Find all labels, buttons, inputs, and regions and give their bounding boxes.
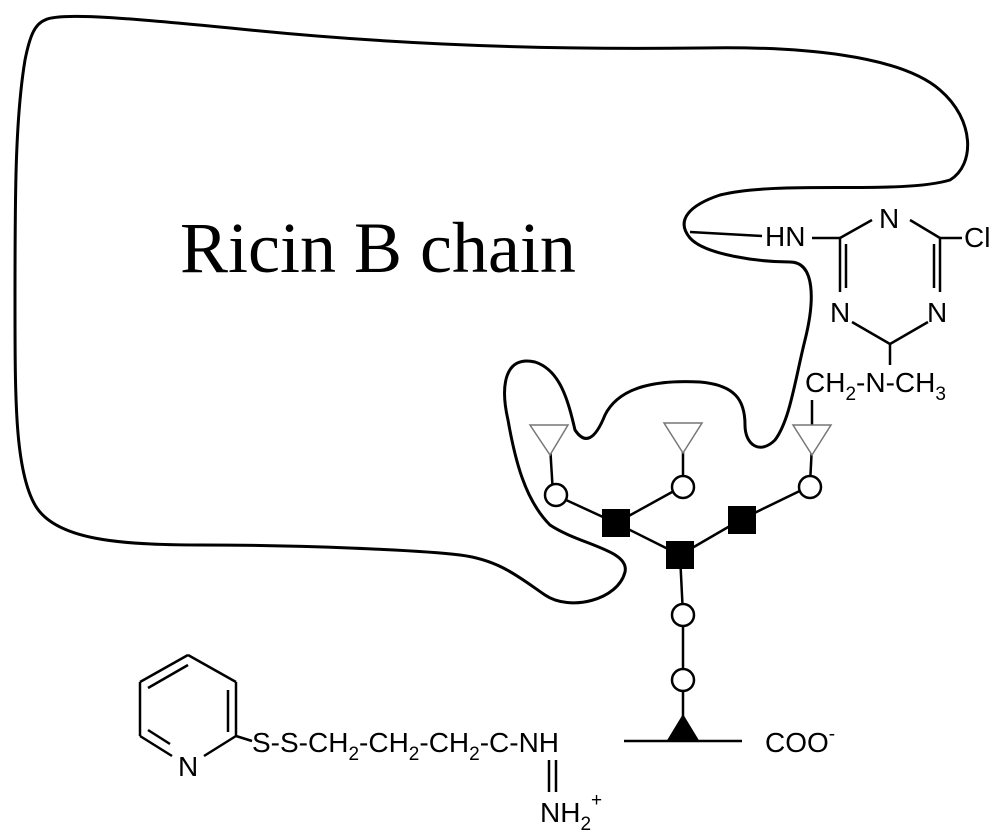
mannose-square-icon bbox=[666, 541, 694, 569]
sugar-circle-icon bbox=[670, 667, 696, 693]
sugar-circle-icon bbox=[797, 474, 823, 500]
pyridine-ring bbox=[138, 653, 253, 758]
diagram-title: Ricin B chain bbox=[180, 208, 576, 288]
sugar-circle-icon bbox=[670, 602, 696, 628]
spdp-chain-label: S-S-CH2-CH2-CH2-C-NH bbox=[252, 727, 559, 765]
fucose-triangle-icon bbox=[791, 424, 833, 457]
linker-ch2-label: CH2-N-CH3 bbox=[805, 367, 946, 405]
protein-triazine-bond bbox=[689, 230, 763, 238]
fucose-triangle-icon bbox=[662, 422, 704, 455]
ricin-b-chain-outline bbox=[13, 14, 970, 605]
imine-label: NH2+ bbox=[540, 790, 602, 835]
sugar-circle-icon bbox=[543, 482, 569, 508]
mannose-square-icon bbox=[728, 506, 756, 534]
mannose-square-icon bbox=[602, 509, 630, 537]
amine-label: HN bbox=[765, 221, 805, 252]
triazine-ring bbox=[812, 218, 962, 365]
pyridine-n-label: N bbox=[178, 751, 198, 782]
triazine-n-right: N bbox=[927, 297, 947, 328]
triazine-n-left: N bbox=[830, 297, 850, 328]
sugar-circle-icon bbox=[670, 474, 696, 500]
fucose-triangle-icon bbox=[528, 424, 570, 457]
triazine-n-top: N bbox=[879, 203, 899, 234]
asparagine-wedge-icon bbox=[666, 714, 700, 742]
chloro-label: Cl bbox=[964, 222, 990, 253]
carboxylate-label: COO- bbox=[765, 724, 835, 758]
